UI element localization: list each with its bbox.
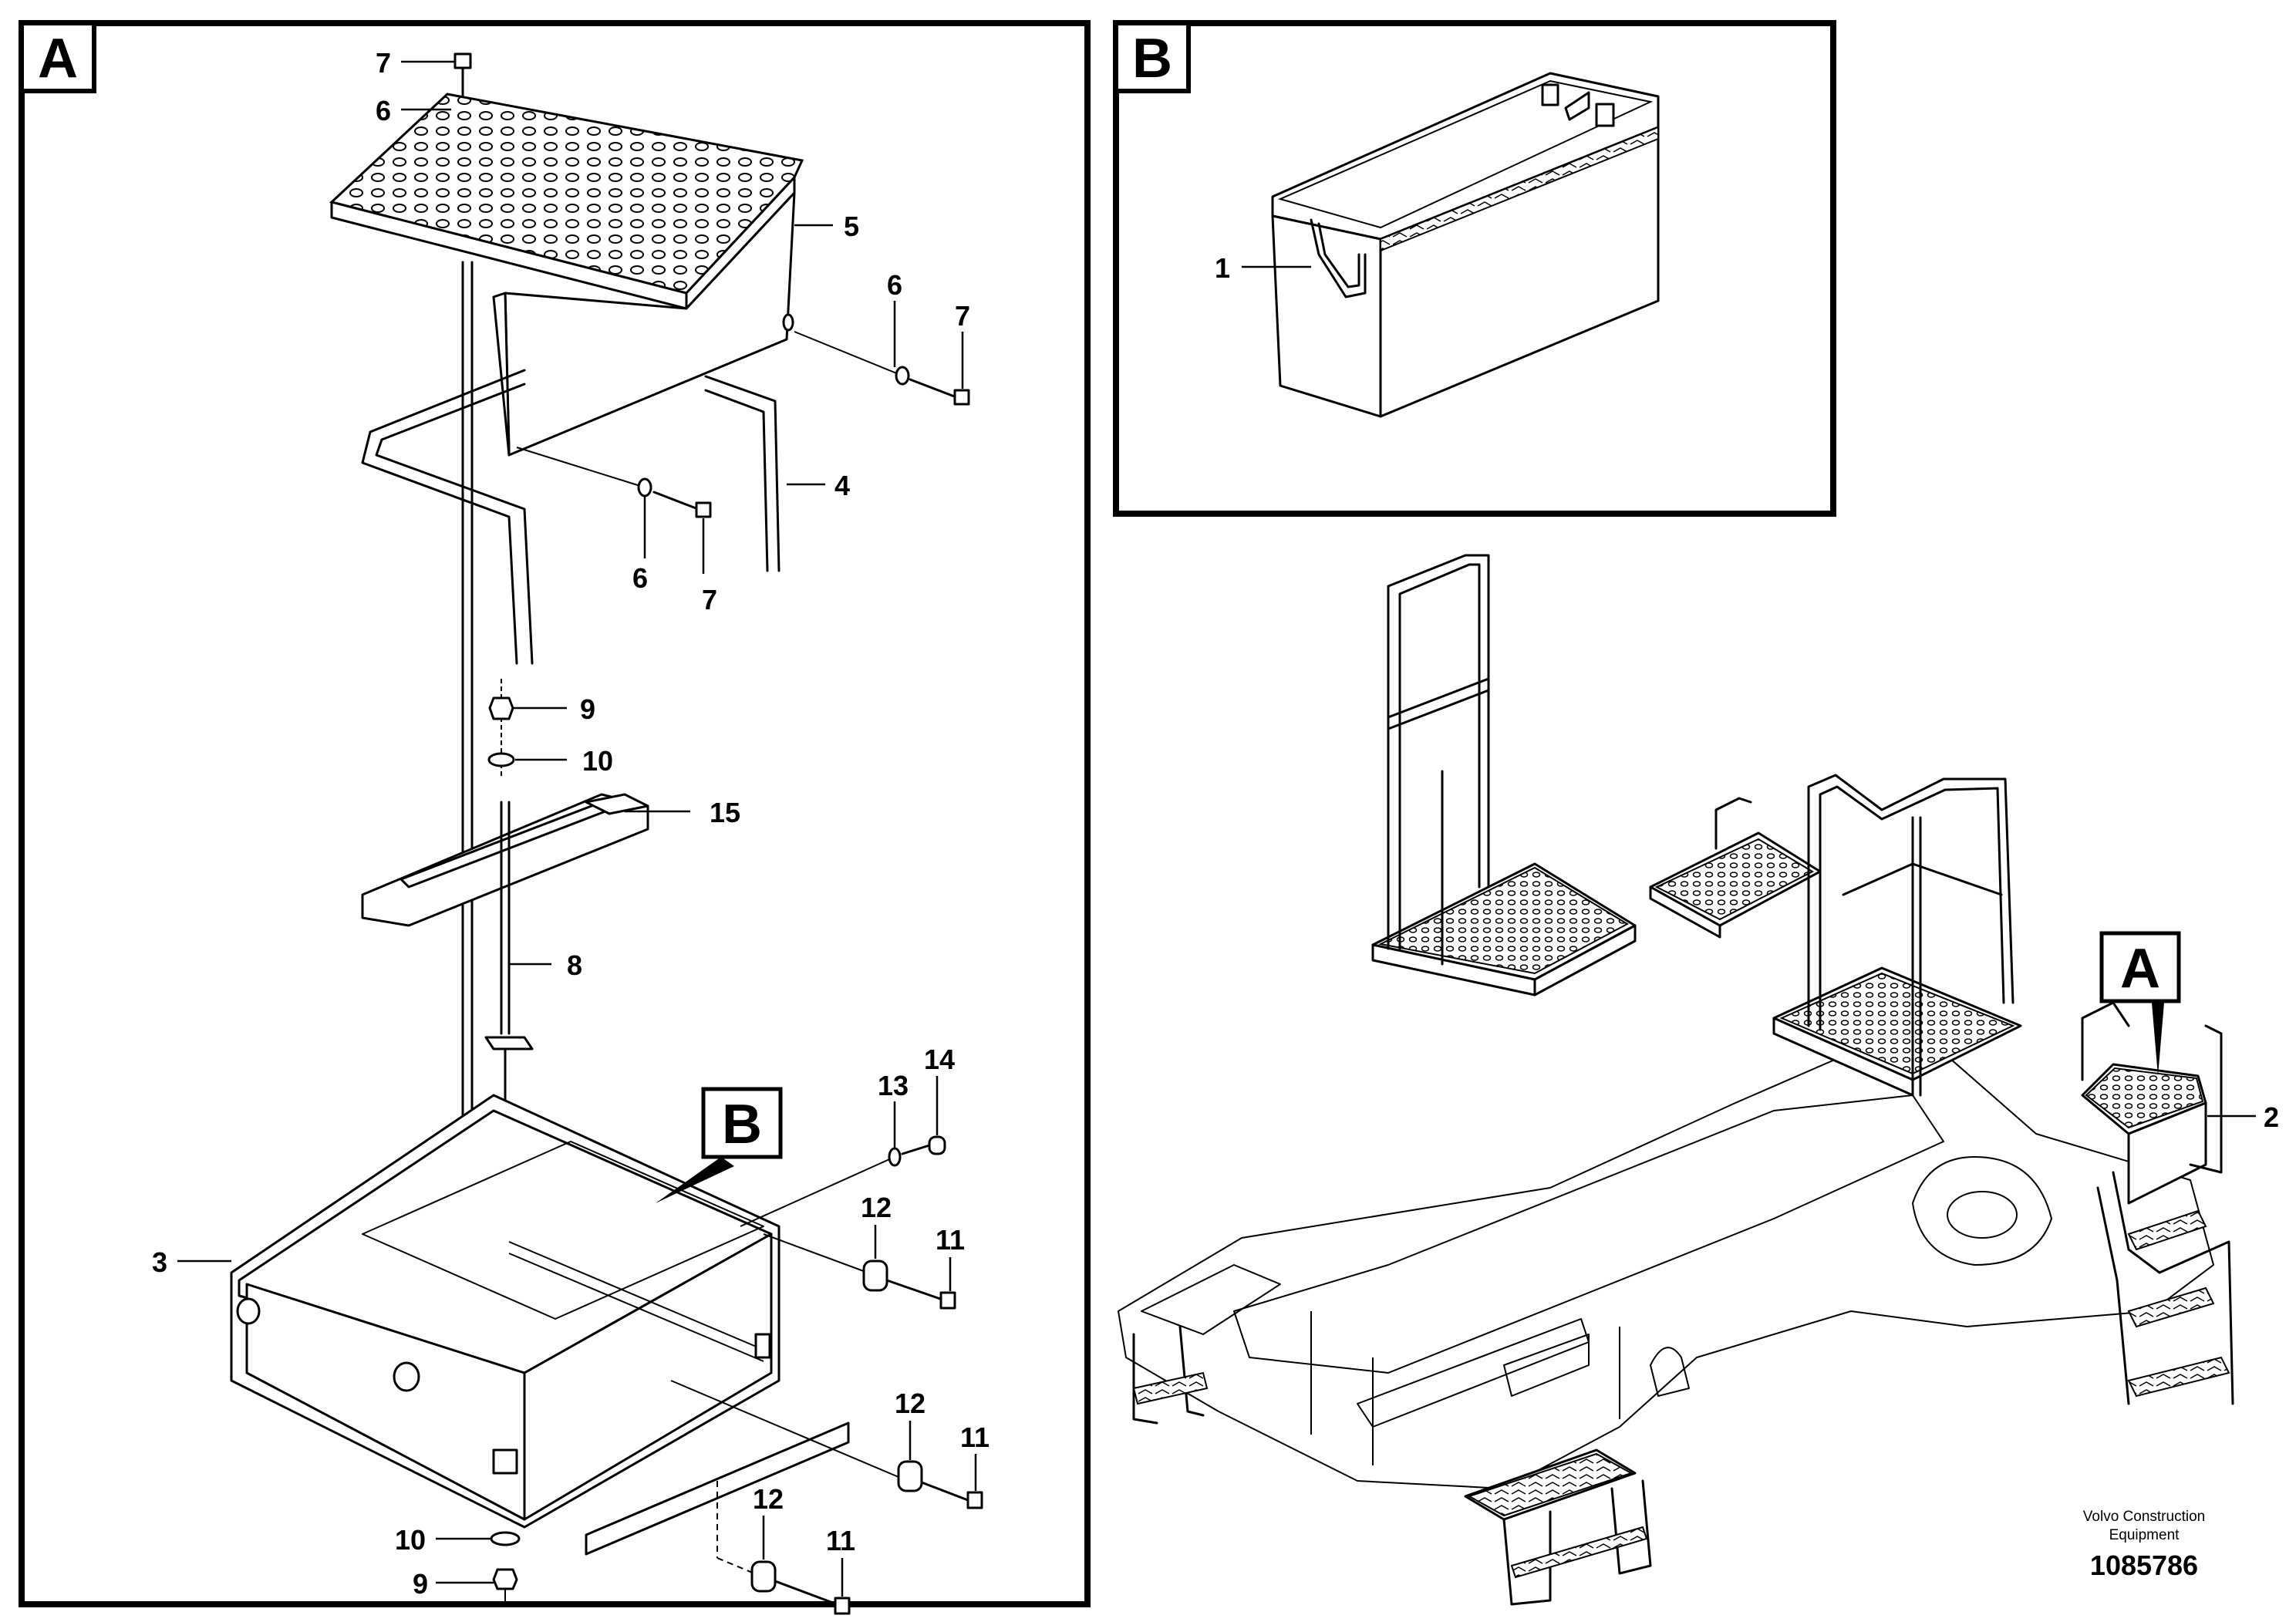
view-b-reference-label: B (722, 1094, 762, 1155)
callout-9-bottom: 9 (413, 1568, 428, 1600)
view-a-parts: B (230, 52, 983, 1615)
callout-9-top: 9 (580, 693, 595, 725)
bottom-strip (585, 1421, 850, 1578)
bolt-14-washer-13 (740, 1135, 946, 1227)
machine-frame-overview: A (1118, 554, 2234, 1606)
battery-tray-3 (230, 1094, 781, 1529)
callout-10-top: 10 (582, 745, 613, 777)
callout-12-upper: 12 (861, 1192, 892, 1223)
callout-4: 4 (834, 470, 850, 501)
callout-15: 15 (710, 797, 740, 828)
callout-12-lower: 12 (753, 1483, 784, 1515)
callout-11-lower: 11 (826, 1525, 855, 1556)
ladder-steps-left (1132, 1325, 1209, 1425)
view-a-reference-label: A (2120, 938, 2160, 1000)
footer: Volvo Construction Equipment 1085786 (2083, 1509, 2205, 1581)
callout-6-top: 6 (376, 95, 391, 126)
view-b-panel: B (1113, 20, 1836, 517)
view-a-label-box (19, 21, 96, 93)
ladder-steps-right (2096, 1171, 2234, 1405)
callout-10-bottom: 10 (395, 1524, 426, 1556)
company-name-line2: Equipment (2109, 1527, 2180, 1543)
spacer-12-lower (750, 1560, 851, 1615)
callout-11-upper: 11 (936, 1224, 965, 1256)
ladder-steps-bottom (1464, 1448, 1652, 1606)
battery-1 (1271, 72, 1660, 418)
bolt-7-right (794, 331, 970, 406)
callout-7-middle: 7 (702, 584, 717, 615)
callout-13: 13 (878, 1070, 909, 1101)
company-name-line1: Volvo Construction (2083, 1509, 2205, 1525)
callout-2: 2 (2264, 1101, 2279, 1133)
callout-3: 3 (152, 1246, 167, 1278)
callout-7-top: 7 (376, 47, 391, 79)
drawing-number: 1085786 (2090, 1549, 2198, 1581)
rod-8-hardware-bottom (490, 1531, 521, 1604)
callout-6-middle: 6 (632, 562, 648, 594)
view-b-reference: B (656, 1087, 783, 1203)
callout-7-right: 7 (955, 300, 970, 332)
spacer-12-upper (763, 1233, 956, 1310)
callout-11-middle: 11 (960, 1421, 990, 1453)
view-a-panel: A (19, 20, 1091, 1607)
callout-labels: 7 6 5 6 7 4 6 7 9 10 15 8 14 13 12 11 3 … (152, 47, 2279, 1600)
callout-5: 5 (844, 211, 859, 242)
spacer-12-middle (670, 1380, 983, 1509)
rod-8-hardware-top (487, 679, 515, 779)
view-a-reference: A (2099, 931, 2181, 1076)
support-bar-15 (361, 793, 649, 927)
bolt-7-middle (516, 447, 712, 518)
battery-cover-5 (329, 93, 804, 457)
view-a-label: A (38, 28, 78, 89)
view-b-label-box (1114, 21, 1191, 93)
view-b-label: B (1132, 28, 1172, 89)
callout-1: 1 (1215, 252, 1230, 284)
callout-14: 14 (924, 1044, 955, 1075)
callout-12-middle: 12 (895, 1388, 925, 1419)
bracket-rods-4 (361, 261, 781, 1212)
callout-6-right: 6 (887, 269, 902, 301)
callout-8: 8 (567, 949, 582, 981)
leader-lines (177, 60, 2256, 1597)
